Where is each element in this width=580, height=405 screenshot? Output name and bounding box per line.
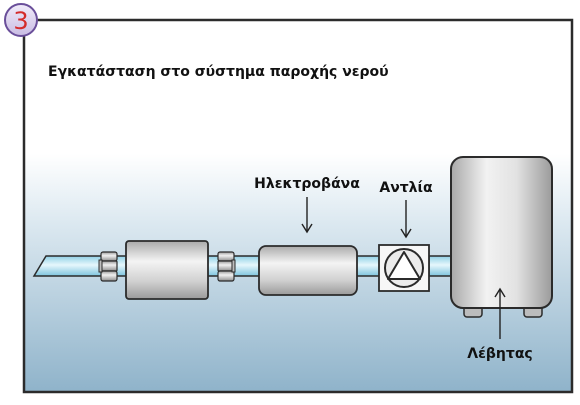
boiler-arrow-icon: [494, 287, 506, 339]
inlet-pipe: [32, 255, 109, 277]
pipe-segment-4: [354, 255, 381, 277]
pump-triangle-icon: [387, 251, 421, 280]
coupling-nut-left: [98, 251, 118, 282]
boiler-label: Λέβητας: [467, 346, 532, 362]
pump-label: Αντλία: [379, 180, 433, 196]
solenoid-valve: [258, 245, 358, 296]
step-number: 3: [13, 7, 28, 35]
filter-housing: [125, 240, 209, 300]
solenoid-valve-label: Ηλεκτροβάνα: [254, 176, 360, 192]
coupling-nut-right: [217, 251, 236, 282]
solenoid-valve-arrow-icon: [301, 197, 313, 234]
diagram-title: Εγκατάσταση στο σύστημα παροχής νερού: [48, 64, 389, 80]
boiler: [450, 156, 553, 318]
pipe-segment-3: [231, 255, 263, 277]
step-badge: 3: [4, 3, 38, 37]
pump: [378, 244, 430, 292]
pipe-segment-5: [428, 255, 454, 277]
pump-arrow-icon: [400, 200, 412, 239]
